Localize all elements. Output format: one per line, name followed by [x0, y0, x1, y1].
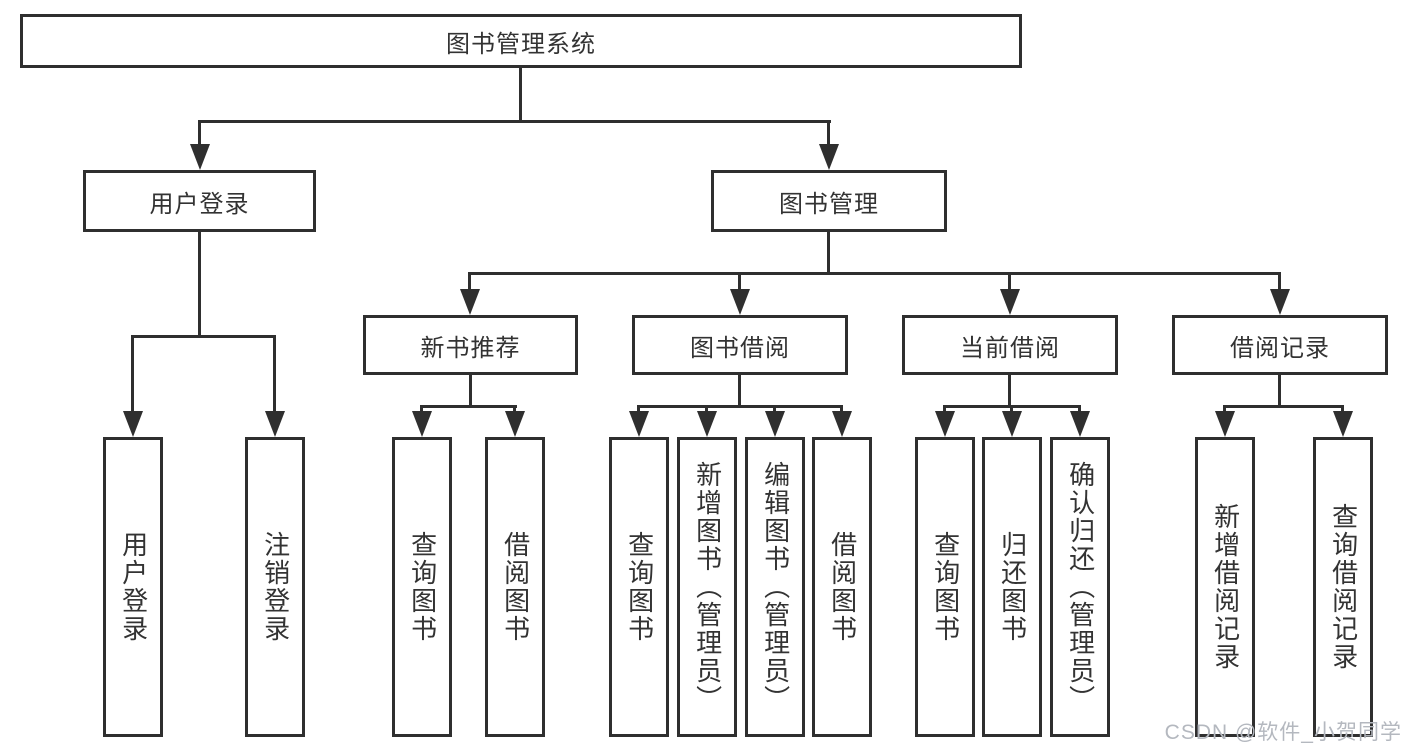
arrow-down-icon [1070, 411, 1090, 437]
node-label: 用户登录 [149, 190, 250, 218]
root-rail-line [198, 120, 831, 123]
leaf-query-books-borrowing: 查询图书 [609, 437, 669, 737]
drop-line [1341, 405, 1344, 413]
book-borrowing-rail-line [637, 405, 843, 408]
arrow-down-icon [697, 411, 717, 437]
leaf-label: 查询借阅记录 [1328, 503, 1359, 671]
leaf-query-books-recommend: 查询图书 [392, 437, 452, 737]
arrow-down-icon [629, 411, 649, 437]
csdn-watermark: CSDN @软件_小贺同学 [1164, 721, 1402, 744]
drop-line-borrowing-records [1278, 272, 1281, 291]
node-new-book-recommendation: 新书推荐 [363, 315, 578, 375]
arrow-down-icon [265, 411, 285, 437]
leaf-label: 编辑图书（管理员） [760, 461, 791, 713]
drop-line [1010, 405, 1013, 413]
leaf-return-books: 归还图书 [982, 437, 1042, 737]
drop-line-book-management [827, 120, 830, 146]
drop-line-leaf-logout [273, 335, 276, 413]
drop-line-current-borrowing [1008, 272, 1011, 291]
leaf-user-login: 用户登录 [103, 437, 163, 737]
leaf-confirm-return-admin: 确认归还（管理员） [1050, 437, 1110, 737]
node-book-borrowing: 图书借阅 [632, 315, 848, 375]
leaf-label: 确认归还（管理员） [1065, 461, 1096, 713]
node-book-management: 图书管理 [711, 170, 947, 232]
leaf-borrow-books: 借阅图书 [812, 437, 872, 737]
drop-line-leaf-user-login [131, 335, 134, 413]
arrow-down-icon [730, 289, 750, 315]
leaf-label: 借阅图书 [500, 531, 531, 643]
leaf-label: 查询图书 [407, 531, 438, 643]
node-label: 新书推荐 [420, 334, 521, 362]
arrow-down-icon [1000, 289, 1020, 315]
node-label: 当前借阅 [960, 334, 1060, 362]
arrow-down-icon [460, 289, 480, 315]
node-label: 图书借阅 [690, 334, 790, 362]
new-book-recommendation-stem-line [469, 375, 472, 405]
user-login-rail-line [131, 335, 276, 338]
arrow-down-icon [765, 411, 785, 437]
root-stem-line [519, 68, 522, 120]
drop-line [943, 405, 946, 413]
arrow-down-icon [1215, 411, 1235, 437]
arrow-down-icon [190, 144, 210, 170]
node-library-management-system: 图书管理系统 [20, 14, 1022, 68]
leaf-label: 查询图书 [624, 531, 655, 643]
leaf-add-books-admin: 新增图书（管理员） [677, 437, 737, 737]
drop-line-user-login [198, 120, 201, 146]
leaf-label: 归还图书 [997, 531, 1028, 643]
book-management-stem-line [827, 232, 830, 272]
arrow-down-icon [1270, 289, 1290, 315]
drop-line [1223, 405, 1226, 413]
borrowing-records-stem-line [1278, 375, 1281, 405]
leaf-label: 借阅图书 [827, 531, 858, 643]
leaf-edit-books-admin: 编辑图书（管理员） [745, 437, 805, 737]
book-management-rail-line [468, 272, 1281, 275]
arrow-down-icon [819, 144, 839, 170]
node-label: 图书管理 [779, 190, 879, 218]
node-borrowing-records: 借阅记录 [1172, 315, 1388, 375]
book-borrowing-stem-line [738, 375, 741, 405]
arrow-down-icon [123, 411, 143, 437]
current-borrowing-stem-line [1008, 375, 1011, 405]
drop-line [773, 405, 776, 413]
arrow-down-icon [1002, 411, 1022, 437]
arrow-down-icon [412, 411, 432, 437]
leaf-borrow-books-recommend: 借阅图书 [485, 437, 545, 737]
drop-line [513, 405, 516, 413]
leaf-query-borrow-record: 查询借阅记录 [1313, 437, 1373, 737]
drop-line-new-book-recommendation [468, 272, 471, 291]
node-label: 借阅记录 [1230, 334, 1330, 362]
node-label: 图书管理系统 [446, 30, 596, 58]
drop-line [840, 405, 843, 413]
arrow-down-icon [832, 411, 852, 437]
arrow-down-icon [935, 411, 955, 437]
node-current-borrowing: 当前借阅 [902, 315, 1118, 375]
leaf-label: 新增借阅记录 [1210, 503, 1241, 671]
leaf-label: 新增图书（管理员） [692, 461, 723, 713]
leaf-label: 注销登录 [260, 531, 291, 643]
drop-line-book-borrowing [738, 272, 741, 291]
drop-line [420, 405, 423, 413]
drop-line [705, 405, 708, 413]
leaf-logout: 注销登录 [245, 437, 305, 737]
user-login-stem-line [198, 232, 201, 335]
borrowing-records-rail-line [1223, 405, 1344, 408]
leaf-label: 查询图书 [930, 531, 961, 643]
arrow-down-icon [1333, 411, 1353, 437]
drop-line [637, 405, 640, 413]
node-user-login: 用户登录 [83, 170, 316, 232]
arrow-down-icon [505, 411, 525, 437]
leaf-query-books-current: 查询图书 [915, 437, 975, 737]
drop-line [1078, 405, 1081, 413]
leaf-add-borrow-record: 新增借阅记录 [1195, 437, 1255, 737]
new-book-recommendation-rail-line [420, 405, 517, 408]
leaf-label: 用户登录 [118, 531, 149, 643]
